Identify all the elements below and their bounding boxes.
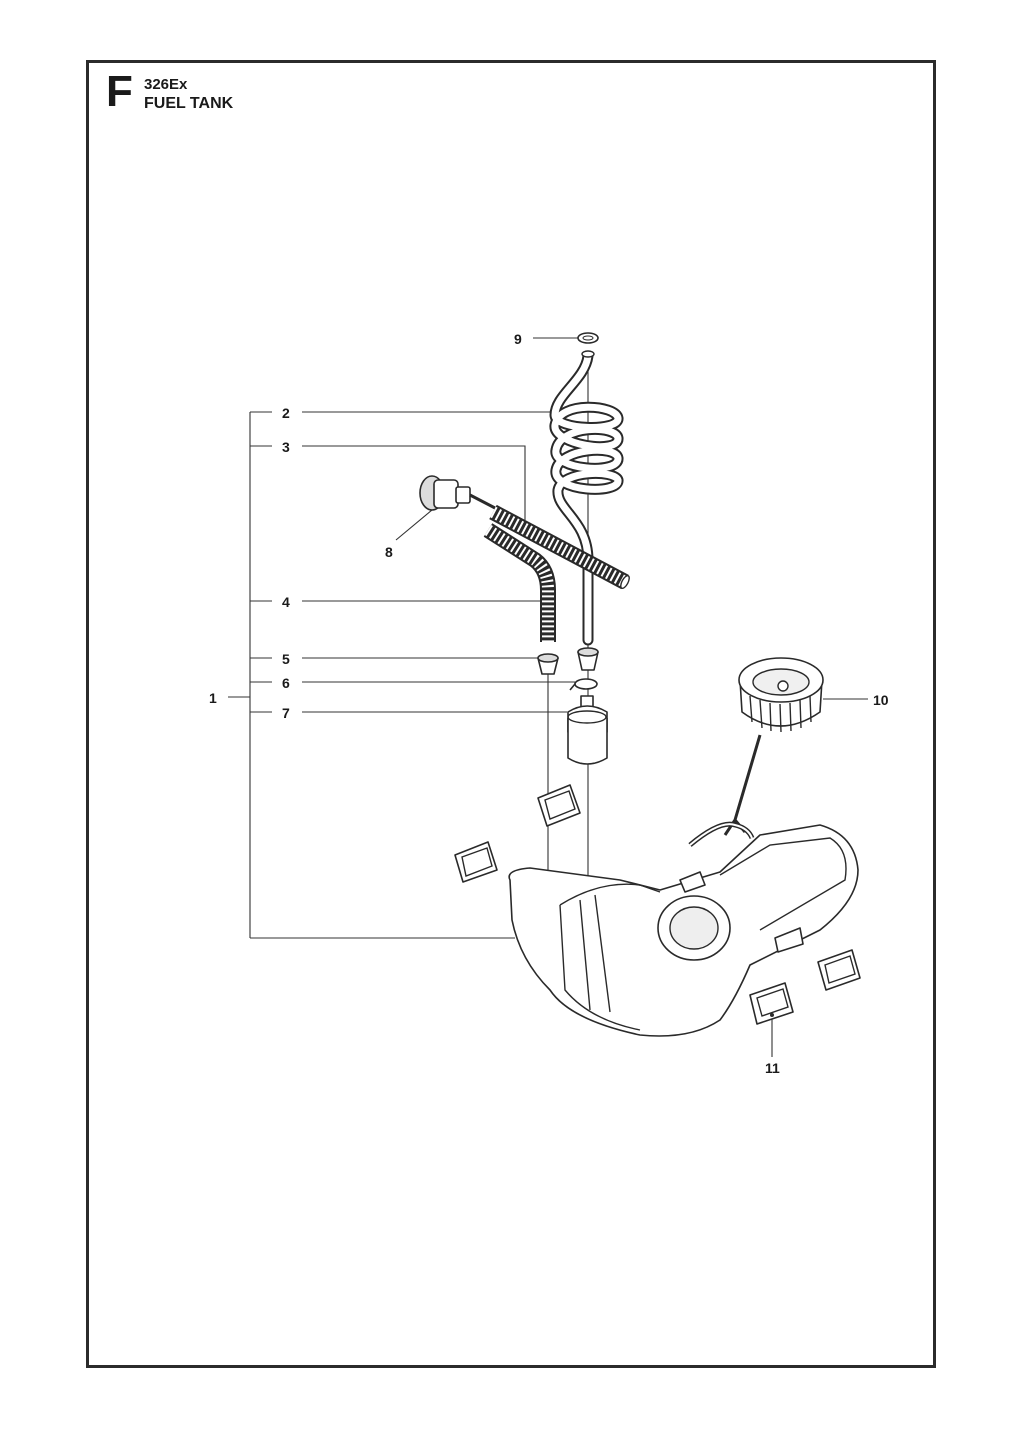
hose-clamp-part-6 xyxy=(569,678,598,691)
fuel-hose-part-4 xyxy=(483,523,556,642)
fuel-cap-part-10 xyxy=(688,657,824,847)
section-letter: F xyxy=(106,67,133,116)
callout-labels: 1 2 3 4 5 6 7 8 9 10 11 xyxy=(209,331,889,1076)
callout-11: 11 xyxy=(765,1060,780,1076)
callout-1: 1 xyxy=(209,690,217,706)
fuel-filter-part-7 xyxy=(567,695,608,765)
tank-vent-valve-part-8 xyxy=(419,475,496,511)
fuel-tank-part-1 xyxy=(508,824,859,1037)
clamp-ring-part-9 xyxy=(577,332,599,344)
callout-7: 7 xyxy=(282,705,290,721)
rubber-mount-left xyxy=(454,841,498,883)
section-title: FUEL TANK xyxy=(144,95,234,112)
grommet-part-5 xyxy=(537,647,599,675)
model-name: 326Ex xyxy=(144,76,188,93)
callout-10: 10 xyxy=(873,692,889,708)
coiled-fuel-hose-part-2 xyxy=(549,350,624,646)
return-hose-part-3 xyxy=(489,504,630,590)
rubber-mount-part-11 xyxy=(749,949,861,1025)
callout-4: 4 xyxy=(282,594,290,610)
callout-6: 6 xyxy=(282,675,290,691)
callout-3: 3 xyxy=(282,439,290,455)
rubber-mount-upper xyxy=(537,784,581,827)
leader-lines xyxy=(228,337,868,1057)
callout-2: 2 xyxy=(282,405,290,421)
callout-5: 5 xyxy=(282,651,290,667)
page-frame xyxy=(86,60,936,1368)
callout-9: 9 xyxy=(514,331,522,347)
callout-8: 8 xyxy=(385,544,393,560)
